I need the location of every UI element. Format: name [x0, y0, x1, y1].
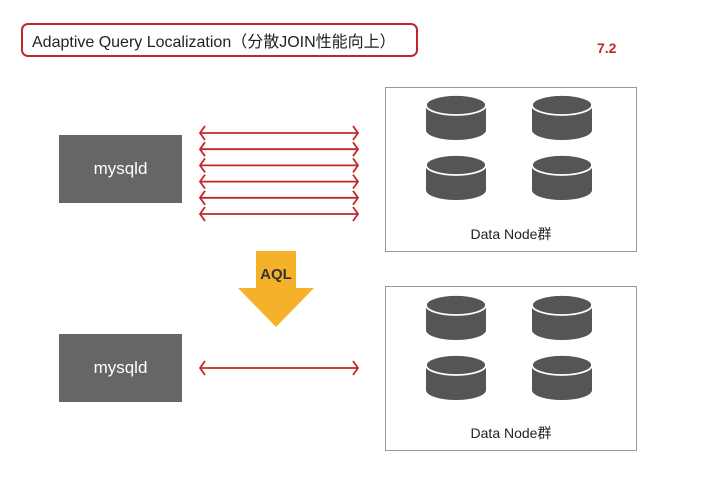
double-arrow-icon: [198, 174, 360, 190]
double-arrow-icon: [198, 360, 360, 376]
database-icon: [425, 294, 487, 341]
round-trip-arrows-top: [198, 125, 360, 222]
double-arrow-icon: [198, 125, 360, 141]
database-icon: [531, 294, 593, 341]
database-icon: [425, 94, 487, 141]
mysqld-server-bottom: mysqld: [59, 334, 182, 402]
aql-arrow: AQL: [238, 251, 314, 327]
database-icon: [531, 354, 593, 401]
title-text: Adaptive Query Localization（分散JOIN性能向上）: [32, 34, 396, 51]
aql-label: AQL: [260, 266, 292, 283]
down-arrow-icon: [238, 251, 314, 327]
data-node-label-top: Data Node群: [470, 226, 552, 242]
double-arrow-icon: [198, 190, 360, 206]
mysqld-server-top: mysqld: [59, 135, 182, 203]
double-arrow-icon: [198, 206, 360, 222]
mysqld-label-top: mysqld: [93, 159, 148, 178]
data-node-label-bottom: Data Node群: [470, 425, 552, 441]
diagram-title: Adaptive Query Localization（分散JOIN性能向上）: [21, 23, 418, 57]
round-trip-arrows-bottom: [198, 360, 360, 376]
database-icon: [425, 154, 487, 201]
double-arrow-icon: [198, 157, 360, 173]
database-icon: [531, 154, 593, 201]
database-icon: [425, 354, 487, 401]
database-icon: [531, 94, 593, 141]
mysqld-label-bottom: mysqld: [93, 358, 148, 377]
double-arrow-icon: [198, 141, 360, 157]
figure-number: 7.2: [597, 40, 617, 56]
